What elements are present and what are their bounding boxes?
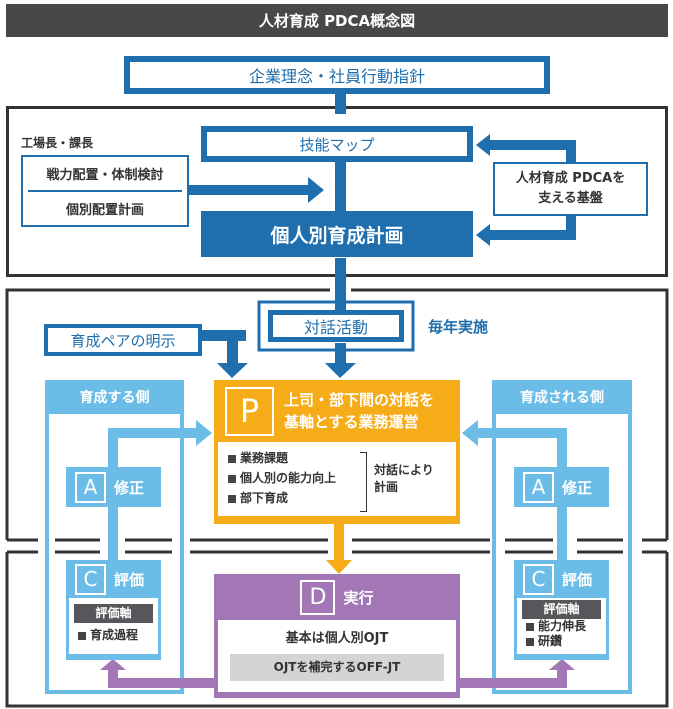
- trainer-frame: [45, 380, 184, 694]
- plan-box: P 上司・部下間の対話を 基軸とする業務運営 業務課題 個人別の能力向上 部下育…: [214, 380, 460, 524]
- lower-section-frame-top: [5, 288, 669, 540]
- section-separator: [7, 538, 667, 554]
- foundation-arrow-bottom-shaft: [490, 230, 576, 240]
- do-main-text: 基本は個人別OJT: [285, 631, 389, 646]
- trainee-check-to-act-line: [557, 505, 567, 565]
- plan-note-line-2: 計画: [374, 480, 399, 494]
- do-box: D 実行 基本は個人別OJT OJTを補完するOFF-JT: [214, 574, 460, 698]
- plan-to-do-arrowhead: [326, 560, 352, 574]
- trainer-check-box: C 評価 評価軸 育成過程: [66, 560, 161, 660]
- plan-letter: P: [225, 386, 274, 436]
- trainee-act-label: 修正: [562, 478, 593, 497]
- trainee-check-box: C 評価 評価軸 能力伸長 研鑽: [514, 560, 609, 660]
- plan-item: 個人別の能力向上: [228, 468, 336, 488]
- plan-items-bracket: [360, 452, 367, 512]
- plan-item: 部下育成: [228, 488, 336, 508]
- do-to-trainer-check-vertical: [108, 668, 118, 688]
- trainee-side-header: 育成される側: [492, 380, 632, 414]
- trainer-eval-item: 育成過程: [78, 626, 158, 643]
- trunk-line-top: [335, 92, 346, 114]
- pair-label-box: 育成ペアの明示: [44, 324, 202, 356]
- trainee-act-arrowhead: [462, 420, 478, 446]
- foundation-box: 人材育成 PDCAを 支える基盤: [493, 162, 648, 216]
- pair-arrow-vertical: [227, 330, 238, 365]
- plan-title-line-1: 上司・部下間の対話を: [284, 391, 435, 409]
- trainee-frame: [492, 380, 632, 694]
- do-to-trainer-check-arrowhead: [100, 659, 126, 670]
- trainer-act-letter: A: [75, 471, 106, 503]
- do-letter: D: [300, 579, 336, 615]
- trunk-line-lower: [335, 258, 346, 320]
- trainer-check-label: 評価: [114, 570, 145, 589]
- foundation-line-1: 人材育成 PDCAを: [515, 171, 626, 186]
- plan-title-line-2: 基軸とする業務運営: [284, 413, 419, 431]
- trainer-act-arrowhead: [196, 420, 212, 446]
- placement-top-label: 戦力配置・体制検討: [46, 168, 164, 183]
- philosophy-box: 企業理念・社員行動指針: [124, 56, 550, 94]
- trainer-act-label: 修正: [114, 478, 145, 497]
- do-to-trainer-check-shaft: [108, 678, 218, 688]
- lower-section-frame-bottom: [5, 552, 669, 708]
- trainer-check-to-act-line: [108, 505, 118, 565]
- trainer-check-letter: C: [75, 563, 106, 595]
- pair-arrow-horizontal: [200, 330, 246, 341]
- do-to-trainee-check-vertical: [557, 668, 567, 688]
- foundation-arrowhead-top: [476, 134, 490, 156]
- trainer-act-arrow-vertical: [108, 428, 118, 468]
- trunk-arrowhead: [325, 363, 356, 378]
- trainee-eval-item: 能力伸長: [526, 619, 606, 634]
- placement-box: 戦力配置・体制検討 個別配置計画: [21, 155, 189, 227]
- placement-arrow-shaft: [187, 185, 309, 195]
- placement-bottom-label: 個別配置計画: [65, 203, 144, 218]
- do-to-trainee-check-shaft: [460, 678, 567, 688]
- do-label: 実行: [343, 588, 374, 607]
- trunk-line-mid: [335, 160, 346, 212]
- placement-divider: [28, 190, 182, 192]
- foundation-arrow-top-shaft: [490, 140, 576, 150]
- do-to-trainee-check-arrowhead: [549, 659, 575, 670]
- dialogue-outer-frame: [257, 300, 415, 352]
- trainee-act-box: A 修正: [514, 467, 609, 507]
- plan-item: 業務課題: [228, 448, 336, 468]
- trainer-act-box: A 修正: [66, 467, 161, 507]
- trunk-line-bottom: [335, 343, 346, 365]
- placement-arrowhead: [308, 177, 324, 203]
- trainer-eval-axis-header: 評価軸: [74, 604, 153, 623]
- diagram-title: 人材育成 PDCA概念図: [6, 4, 668, 37]
- trainee-check-label: 評価: [562, 570, 593, 589]
- pair-arrowhead: [217, 363, 248, 378]
- dialogue-activity-box: 対話活動: [268, 310, 404, 342]
- plan-to-do-arrow-shaft: [334, 522, 344, 562]
- frequency-label: 毎年実施: [428, 318, 489, 336]
- trainer-side-header: 育成する側: [45, 380, 184, 414]
- trainee-act-arrow-horizontal: [476, 428, 567, 438]
- foundation-arrowhead-bottom: [476, 224, 490, 246]
- skill-map-box: 技能マップ: [201, 126, 473, 162]
- trainee-eval-axis-header: 評価軸: [522, 600, 601, 619]
- trainee-eval-item: 研鑽: [526, 634, 606, 649]
- role-label: 工場長・課長: [21, 136, 94, 150]
- trainee-check-letter: C: [523, 563, 554, 595]
- trainee-act-letter: A: [523, 471, 554, 503]
- individual-plan-box: 個人別育成計画: [201, 211, 473, 257]
- do-supplement-text: OJTを補完するOFF-JT: [230, 654, 444, 681]
- trainer-act-arrow-horizontal: [108, 428, 198, 438]
- foundation-line-2: 支える基盤: [538, 191, 603, 206]
- trainee-act-arrow-vertical: [557, 428, 567, 468]
- plan-note-line-1: 対話により: [374, 463, 434, 477]
